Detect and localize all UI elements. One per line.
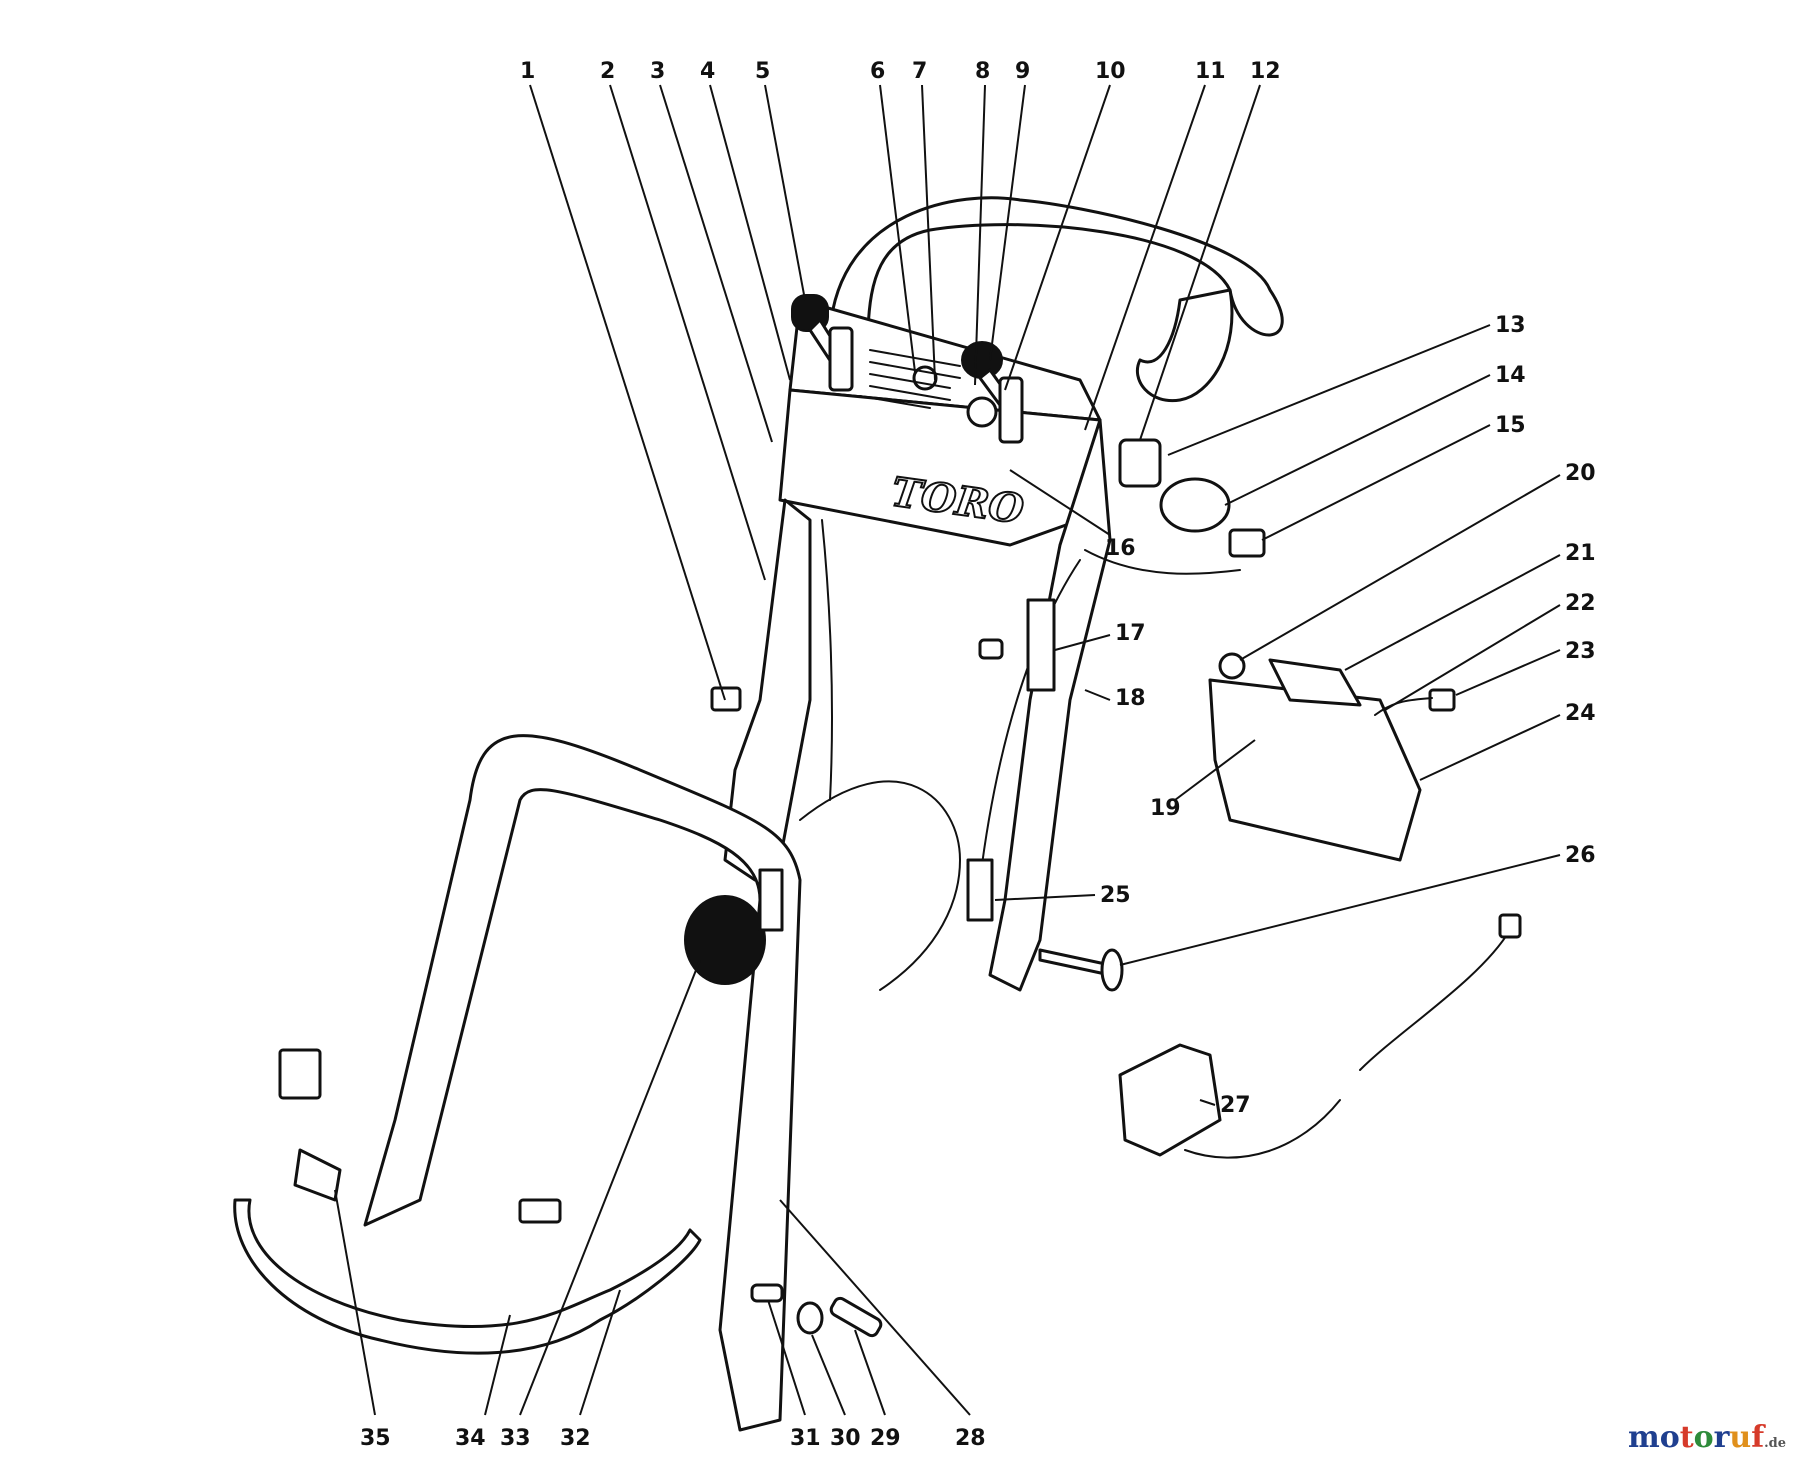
pin-31 (750, 1283, 784, 1303)
callout-29: 29 (870, 1426, 901, 1451)
lower-loop-handle (363, 734, 802, 1432)
spring-25 (966, 858, 994, 922)
callout-4: 4 (700, 59, 715, 84)
watermark-letter: t (1679, 1420, 1694, 1455)
callout-6: 6 (870, 59, 885, 84)
harness-wires (1084, 549, 1241, 575)
knob-cable (799, 780, 962, 991)
spring-32 (758, 868, 784, 932)
tray-plate-21 (1268, 658, 1362, 707)
connector-23 (1428, 688, 1456, 712)
callout-8: 8 (975, 59, 990, 84)
callout-3: 3 (650, 59, 665, 84)
handle-knob (684, 895, 766, 985)
harness-connector (278, 1048, 322, 1100)
callout-9: 9 (1015, 59, 1030, 84)
wire-harness (233, 1198, 702, 1355)
callout-11: 11 (1195, 59, 1226, 84)
callout-10: 10 (1095, 59, 1126, 84)
callout-30: 30 (830, 1426, 861, 1451)
choke-knob (961, 341, 1003, 379)
screw-20 (1218, 652, 1246, 680)
callout-12: 12 (1250, 59, 1281, 84)
charger-plug (1498, 913, 1522, 939)
clip-1 (710, 686, 742, 712)
callout-15: 15 (1495, 413, 1526, 438)
callout-33: 33 (500, 1426, 531, 1451)
watermark-letter: u (1729, 1420, 1752, 1455)
callout-23: 23 (1565, 639, 1596, 664)
callout-1: 1 (520, 59, 535, 84)
leader-lines (334, 84, 1561, 1416)
harness-plug-33 (518, 1198, 562, 1224)
watermark: motoruf.de (1628, 1420, 1786, 1455)
pin-29 (829, 1296, 883, 1338)
panel-indicator (966, 396, 998, 428)
upper-handle-right-arm (1135, 288, 1234, 403)
callout-35: 35 (360, 1426, 391, 1451)
callout-28: 28 (955, 1426, 986, 1451)
watermark-letter: f (1751, 1420, 1765, 1455)
control-cable (821, 519, 1081, 881)
callout-13: 13 (1495, 313, 1526, 338)
callout-25: 25 (1100, 883, 1131, 908)
screw-26 (1038, 948, 1112, 977)
throttle-slot (828, 326, 854, 392)
bracket-12 (1118, 438, 1162, 488)
callout-5: 5 (755, 59, 770, 84)
callout-20: 20 (1565, 461, 1596, 486)
key-switch-14 (1159, 477, 1231, 533)
washer-30 (796, 1301, 824, 1335)
callout-22: 22 (1565, 591, 1596, 616)
callout-31: 31 (790, 1426, 821, 1451)
choke-slot (998, 376, 1024, 444)
bolt-17 (978, 638, 1004, 660)
callout-14: 14 (1495, 363, 1526, 388)
watermark-letter: m (1627, 1420, 1660, 1455)
callout-21: 21 (1565, 541, 1596, 566)
watermark-letter: r (1713, 1420, 1730, 1455)
callout-27: 27 (1220, 1093, 1251, 1118)
callout-17: 17 (1115, 621, 1146, 646)
watermark-letter: o (1659, 1420, 1680, 1455)
charger-27 (1118, 1043, 1222, 1157)
callout-18: 18 (1115, 686, 1146, 711)
connector-15 (1228, 528, 1266, 558)
callout-2: 2 (600, 59, 615, 84)
spring-17 (1026, 598, 1056, 692)
handle-right-tube (988, 418, 1112, 992)
callout-7: 7 (912, 59, 927, 84)
upper-handle-loop (828, 196, 1284, 337)
screw-26-head (1100, 948, 1124, 992)
tray-wire-22 (1374, 697, 1433, 716)
callout-34: 34 (455, 1426, 486, 1451)
callout-19: 19 (1150, 796, 1181, 821)
watermark-letter: o (1693, 1420, 1714, 1455)
callout-24: 24 (1565, 701, 1596, 726)
watermark-name: motoruf (1628, 1420, 1764, 1455)
battery-tray-24 (1208, 678, 1422, 862)
callout-16: 16 (1105, 536, 1136, 561)
watermark-suffix: .de (1764, 1436, 1786, 1451)
callout-32: 32 (560, 1426, 591, 1451)
harness-terminal (293, 1148, 342, 1202)
callout-26: 26 (1565, 843, 1596, 868)
charger-cable (1184, 929, 1511, 1159)
callout-labels: 1 2 3 4 5 6 7 8 9 10 11 12 13 14 15 16 1… (360, 59, 1596, 1451)
